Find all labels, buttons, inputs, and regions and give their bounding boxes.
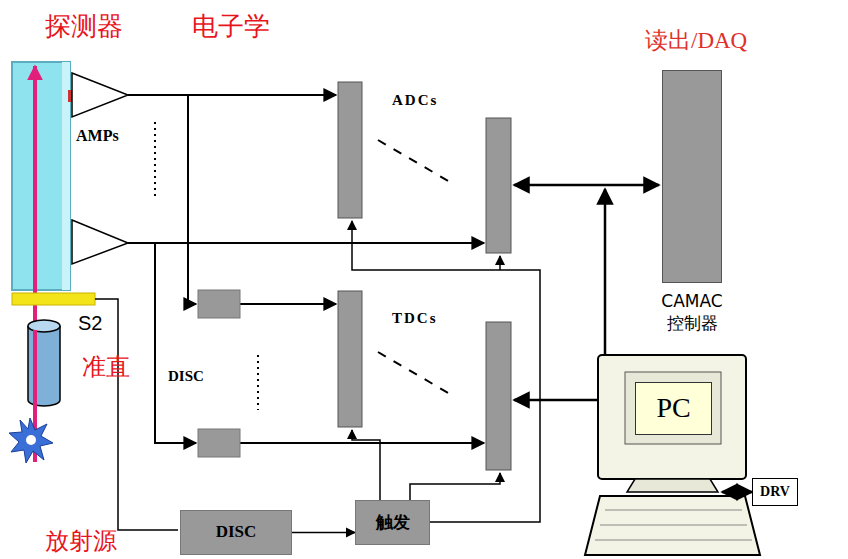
s2-counter <box>12 293 95 305</box>
collimator-label: 准直 <box>82 354 130 380</box>
source-core <box>26 435 36 445</box>
keyboard-keys <box>595 510 752 540</box>
node-text: DRV <box>760 483 790 501</box>
trigger-wire <box>95 299 178 530</box>
signal-wire <box>128 94 336 96</box>
counter-label: S2 <box>78 312 102 334</box>
pc-screen: PC <box>635 382 712 435</box>
connector <box>722 491 752 494</box>
discriminator-box <box>198 290 240 318</box>
tdc-label: TDCs <box>392 310 438 327</box>
pc-stand <box>627 479 718 492</box>
adc-label: ADCs <box>392 92 438 109</box>
amp-ellipsis <box>154 122 156 200</box>
disc-ellipsis <box>257 355 259 410</box>
node-text: CAMAC 控制器 <box>653 290 731 334</box>
source-label: 放射源 <box>45 528 117 554</box>
signal-wire <box>155 243 196 443</box>
adc-module <box>486 118 511 253</box>
module-ellipsis <box>378 140 450 182</box>
signal-wire <box>240 303 336 305</box>
pc-monitor <box>598 355 746 479</box>
amp-label: AMPs <box>76 127 119 145</box>
gate-wire <box>499 256 501 270</box>
amplifier-symbol <box>72 73 128 117</box>
node-text: PC <box>656 390 690 426</box>
radioactive-source <box>9 418 53 463</box>
data-bus <box>514 184 659 187</box>
amplifier-symbol <box>72 220 128 264</box>
section-heading: 读出/DAQ <box>645 28 747 53</box>
tdc-module <box>338 291 362 427</box>
node-text: DISC <box>216 521 257 543</box>
gate-wire <box>352 430 380 500</box>
gate-wire <box>352 221 540 522</box>
beam-arrow <box>33 66 37 462</box>
tdc-module <box>486 322 511 470</box>
discriminator-box: DISC <box>180 510 292 555</box>
disc-label: DISC <box>168 368 204 385</box>
signal-wire <box>240 442 484 444</box>
collimator <box>28 326 60 406</box>
trigger-box: 触发 <box>355 500 430 545</box>
camac-controller: CAMAC 控制器 <box>662 70 722 283</box>
module-ellipsis <box>378 352 450 394</box>
detector-bar <box>12 62 70 290</box>
pc-bezel <box>625 372 721 444</box>
section-heading: 探测器 <box>45 12 123 41</box>
section-heading: 电子学 <box>192 12 270 41</box>
gate-wire <box>410 473 500 500</box>
connector <box>292 532 355 534</box>
signal-wire <box>128 242 484 244</box>
data-bus <box>514 189 605 400</box>
signal-wire <box>188 95 196 304</box>
discriminator-box <box>198 429 240 457</box>
node-text: 触发 <box>376 511 410 533</box>
adc-module <box>338 82 362 218</box>
collimator-top <box>28 320 60 332</box>
drv-box: DRV <box>752 478 798 506</box>
pc-keyboard <box>585 496 760 555</box>
